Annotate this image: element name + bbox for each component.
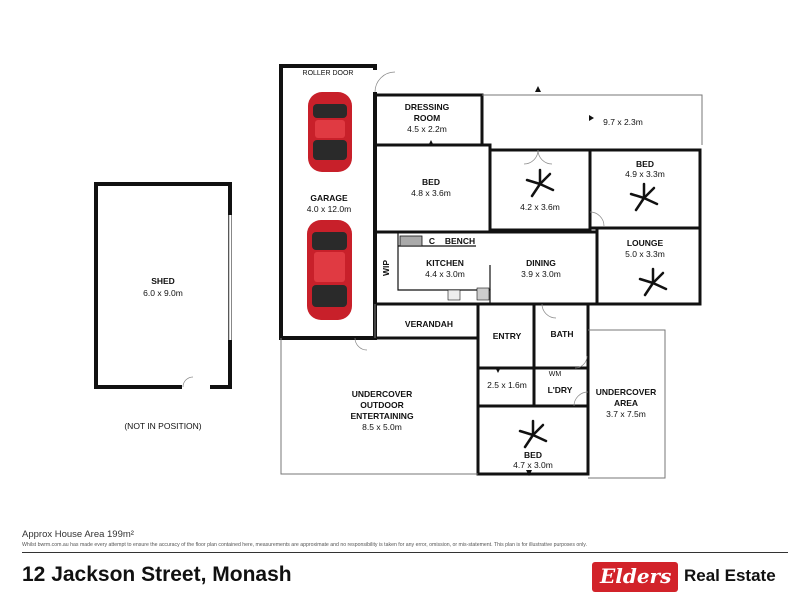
roller-door-label: ROLLER DOOR <box>303 70 354 77</box>
dressing-room-dims: 4.5 x 2.2m <box>407 124 447 134</box>
undercover-area-dims: 3.7 x 7.5m <box>606 409 646 419</box>
footer-divider <box>22 552 788 553</box>
wip-label: WIP <box>381 260 391 276</box>
elders-logo-text: Elders <box>600 564 672 588</box>
kitchen-label: KITCHEN <box>426 258 464 268</box>
outdoor-label-2: OUTDOOR <box>360 400 403 410</box>
kitchen-dims: 4.4 x 3.0m <box>425 269 465 279</box>
laundry-label: L'DRY <box>548 385 573 395</box>
dining-dims: 3.9 x 3.0m <box>521 269 561 279</box>
sink-icon <box>447 289 461 301</box>
car-icon <box>308 92 352 172</box>
fridge-icon <box>399 235 423 247</box>
house-area: Approx House Area 199m² <box>22 529 134 540</box>
shed-dims: 6.0 x 9.0m <box>143 288 183 298</box>
entry-label: ENTRY <box>493 331 522 341</box>
disclaimer: Whilst bwrm.com.au has made every attemp… <box>22 542 587 548</box>
elders-logo: Elders <box>592 562 678 592</box>
shed: SHED 6.0 x 9.0m (NOT IN POSITION) <box>94 182 232 431</box>
dressing-room-label: DRESSING <box>405 102 450 112</box>
cooktop-icon <box>476 287 490 301</box>
direction-arrows <box>428 86 594 476</box>
floor-plan: SHED 6.0 x 9.0m (NOT IN POSITION) ROLLER… <box>94 64 703 479</box>
dining-label: DINING <box>526 258 556 268</box>
outdoor-label: UNDERCOVER <box>352 389 412 399</box>
bath-label: BATH <box>551 329 574 339</box>
garage: ROLLER DOOR GARAGE 4.0 x 12.0m <box>279 64 396 340</box>
kitchen-bench-label: BENCH <box>445 236 475 246</box>
outdoor-dims: 8.5 x 5.0m <box>362 422 402 432</box>
door-swings <box>354 149 605 407</box>
property-address: 12 Jackson Street, Monash <box>22 563 292 586</box>
undercover-area-label-2: AREA <box>614 398 638 408</box>
center-room-dims: 4.2 x 3.6m <box>520 202 560 212</box>
bed1-dims: 4.8 x 3.6m <box>411 188 451 198</box>
wm-label: WM <box>549 371 562 378</box>
shed-label: SHED <box>151 276 175 286</box>
lounge-label: LOUNGE <box>627 238 664 248</box>
bed3-dims: 4.7 x 3.0m <box>513 460 553 470</box>
bed3-label: BED <box>524 450 542 460</box>
ceiling-fan-icon <box>629 182 659 212</box>
brand: Elders Real Estate <box>592 562 792 594</box>
bed1-label: BED <box>422 177 440 187</box>
hall-dims: 2.5 x 1.6m <box>487 380 527 390</box>
undercover-area-label: UNDERCOVER <box>596 387 656 397</box>
outdoor-outline <box>280 304 666 479</box>
kitchen-c-label: C <box>429 236 435 246</box>
lounge-dims: 5.0 x 3.3m <box>625 249 665 259</box>
dressing-room-label-2: ROOM <box>414 113 440 123</box>
outdoor-label-3: ENTERTAINING <box>350 411 414 421</box>
bed2-label: BED <box>636 159 654 169</box>
verandah-label: VERANDAH <box>405 319 453 329</box>
bed2-dims: 4.9 x 3.3m <box>625 169 665 179</box>
ceiling-fan-icon <box>638 267 668 297</box>
ceiling-fan-icon <box>525 168 555 198</box>
garage-dims: 4.0 x 12.0m <box>307 204 351 214</box>
shed-note: (NOT IN POSITION) <box>124 421 201 431</box>
ceiling-fan-icon <box>518 419 548 449</box>
deck-top-dims: 9.7 x 2.3m <box>603 117 643 127</box>
garage-label: GARAGE <box>310 193 348 203</box>
brand-text: Real Estate <box>684 566 776 585</box>
car-icon <box>307 220 352 320</box>
